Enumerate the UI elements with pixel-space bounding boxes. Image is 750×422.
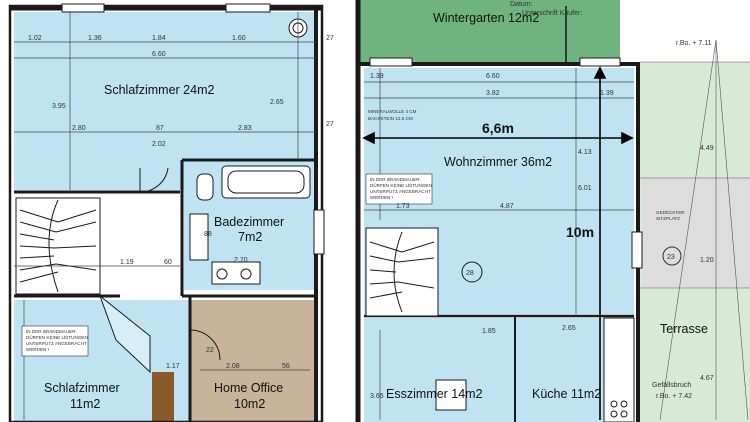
dim-1-19: 1.19	[120, 259, 134, 266]
kitchen-counter	[603, 317, 635, 422]
washbasin	[211, 261, 261, 285]
dim-6-60-left: 6.60	[152, 51, 166, 58]
room-label-schlafzimmer-11-size: 11m2	[70, 397, 100, 411]
room-label-esszimmer: Esszimmer 14m2	[386, 387, 483, 401]
measurement-width-arrow	[362, 131, 634, 145]
dim-1-20: 1.20	[700, 257, 714, 264]
dim-4-13: 4.13	[578, 149, 592, 156]
room-label-home-office: Home Office	[214, 381, 283, 395]
dim-6-60-right: 6.60	[486, 73, 500, 80]
note-brandmauer-right-3: UNTERPUTZ ANGEBRACHT	[370, 189, 431, 194]
dim-4-87: 4.87	[500, 203, 514, 210]
note-gedeckter: GEDECKTER	[656, 210, 685, 215]
room-label-schlafzimmer-11: Schlafzimmer	[44, 381, 120, 395]
terrace-lines	[640, 39, 750, 421]
dim-88: 88	[204, 231, 212, 238]
note-gefaellsbruch: Gefällsbruch	[652, 382, 691, 389]
window-right-bath	[313, 209, 325, 255]
dim-1-17: 1.17	[166, 363, 180, 370]
marker-28	[461, 261, 483, 283]
marker-23: 23	[667, 254, 675, 261]
bathtub	[221, 165, 311, 199]
dim-3-65: 3.65	[370, 393, 384, 400]
dim-2-83: 2.83	[238, 125, 252, 132]
dim-1-39: 1.39	[370, 73, 384, 80]
dim-2-80: 2.80	[72, 125, 86, 132]
room-label-badezimmer-size: 7m2	[238, 230, 262, 244]
room-label-terrasse: Terrasse	[660, 322, 708, 336]
room-label-badezimmer: Badezimmer	[214, 215, 284, 229]
measurement-width-label: 6,6m	[482, 120, 514, 136]
dimension-lines-left	[14, 12, 316, 420]
dim-1-73: 1.73	[396, 203, 410, 210]
note-backstein: BACKSTEIN 12.5 CM	[368, 116, 413, 121]
dim-2-70: 2.70	[234, 257, 248, 264]
dim-2-65: 2.65	[270, 99, 284, 106]
dim-3-82: 3.82	[486, 90, 500, 97]
note-brandmauer-left-3: UNTERPUTZ ANGEBRACHT	[26, 341, 87, 346]
note-brandmauer-right-1: IN DER BRANDMAUER	[370, 177, 420, 182]
note-brandmauer-left-2: DÜRFEN KEINE LEITUNGEN	[26, 334, 88, 340]
dim-4-49: 4.49	[700, 145, 714, 152]
note-brandmauer-right-2: DÜRFEN KEINE LEITUNGEN	[370, 182, 432, 188]
toilet	[196, 173, 214, 201]
dim-2-02: 2.02	[152, 141, 166, 148]
table-chair	[435, 379, 467, 411]
dim-1-02: 1.02	[28, 35, 42, 42]
dim-1-60: 1.60	[232, 35, 246, 42]
staircase-right	[365, 227, 439, 317]
dim-rbo-711: r.Bo. + 7.11	[676, 40, 712, 47]
dim-56: 56	[282, 363, 290, 370]
dim-27-5-b: 27	[326, 121, 334, 128]
note-brandmauer-left-4: WERDEN !	[26, 347, 49, 352]
dim-1-85: 1.85	[482, 328, 496, 335]
dim-4-67: 4.67	[700, 375, 714, 382]
dim-2-08: 2.08	[226, 363, 240, 370]
dim-2-65-b: 2.65	[562, 325, 576, 332]
room-label-home-office-size: 10m2	[234, 397, 265, 411]
note-unterschrift: Unterschrift Käufer:	[522, 10, 582, 17]
room-label-wintergarten: Wintergarten 12m2	[433, 11, 539, 25]
dim-1-84: 1.84	[152, 35, 166, 42]
staircase-left	[15, 197, 101, 295]
room-label-wohnzimmer: Wohnzimmer 36m2	[444, 155, 552, 169]
dimension-lines-right	[364, 68, 634, 420]
note-mineralwolle: MINERALWOLLE 4 CM	[368, 109, 417, 114]
dim-22: 22	[206, 347, 214, 354]
window-top-left	[61, 3, 105, 13]
home-office-fill	[190, 300, 314, 422]
dim-27-5-a: 27	[326, 35, 334, 42]
measurement-length-arrow	[593, 66, 607, 420]
covered-seat-fill	[642, 178, 750, 288]
room-label-schlafzimmer-24: Schlafzimmer 24m2	[104, 83, 214, 97]
office-door-fill	[152, 372, 174, 422]
dim-1-39-b: 1.39	[600, 90, 614, 97]
dim-3-95: 3.95	[52, 103, 66, 110]
dim-rbo-742: r.Bo. + 7.42	[656, 393, 692, 400]
marker-28-label: 28	[466, 270, 474, 277]
dim-6-01: 6.01	[578, 185, 592, 192]
note-brandmauer-right-4: WERDEN !	[370, 195, 393, 200]
dim-87: 87	[156, 125, 164, 132]
note-sitzplatz: SITZPLATZ	[656, 216, 680, 221]
shower-panel	[189, 213, 209, 261]
note-datum: Datum:	[510, 1, 533, 8]
wintergarten-fill	[360, 0, 620, 62]
window-top-right	[225, 3, 271, 13]
note-brandmauer-left-1: IN DER BRANDMAUER	[26, 329, 76, 334]
door-swings-left	[98, 167, 221, 374]
measurement-length-label: 10m	[566, 224, 594, 240]
dim-60: 60	[164, 259, 172, 266]
room-label-kueche: Küche 11m2	[532, 387, 601, 401]
dim-1-36: 1.36	[88, 35, 102, 42]
